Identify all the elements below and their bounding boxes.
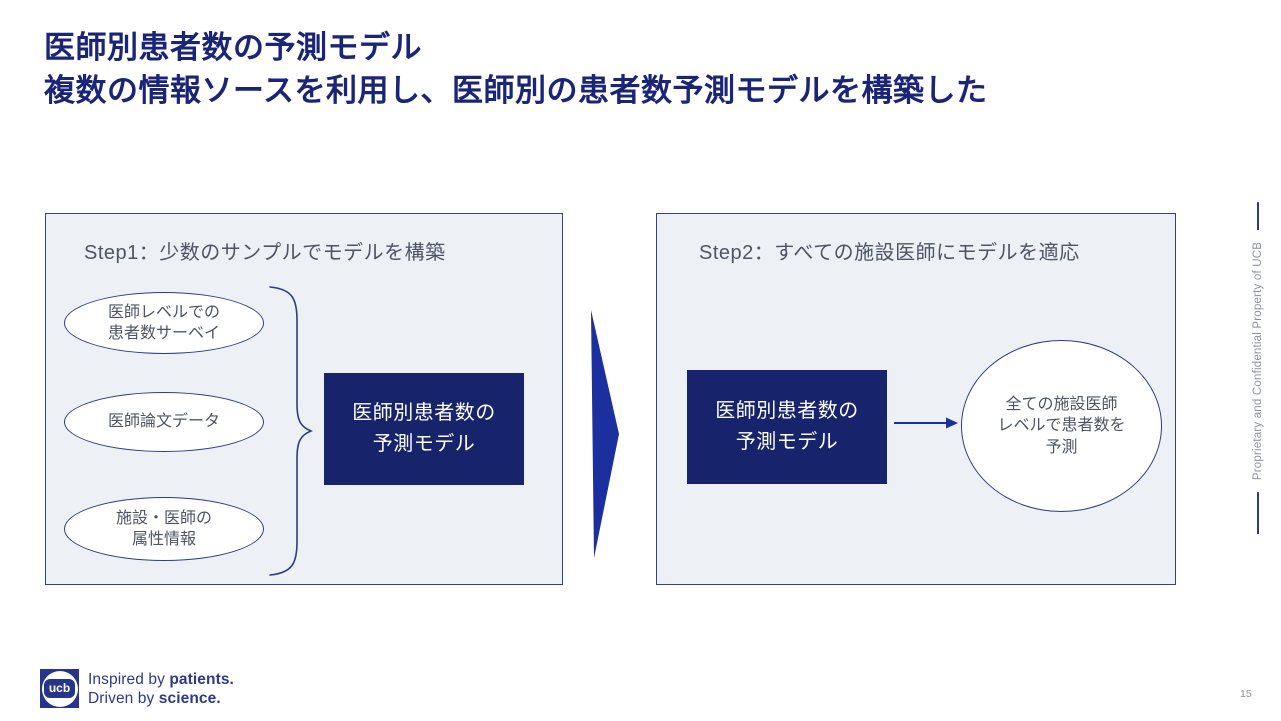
slide-title: 医師別患者数の予測モデル 複数の情報ソースを利用し、医師別の患者数予測モデルを構… (44, 26, 987, 112)
curly-brace-icon (269, 286, 313, 576)
source-ellipse-attributes: 施設・医師の 属性情報 (64, 497, 264, 561)
page-number: 15 (1240, 688, 1252, 700)
step2-panel: Step2：すべての施設医師にモデルを適応 医師別患者数の 予測モデル 全ての施… (656, 213, 1176, 585)
step2-model-box-line-2: 予測モデル (735, 431, 839, 453)
footer: ucb Inspired by patients. Driven by scie… (40, 669, 234, 708)
source-ellipse-papers-line-1: 医師論文データ (107, 413, 220, 431)
arrow-right-icon (894, 417, 958, 429)
ucb-logo-circle: ucb (41, 670, 78, 707)
source-ellipse-attributes-line-2: 属性情報 (131, 531, 196, 548)
output-ellipse-prediction: 全ての施設医師 レベルで患者数を 予測 (961, 340, 1162, 512)
step2-header: Step2：すべての施設医師にモデルを適応 (699, 242, 1080, 264)
source-ellipse-papers: 医師論文データ (64, 392, 264, 452)
confidential-text: Proprietary and Confidential Property of… (1252, 241, 1264, 481)
ucb-tagline-line-2: Driven by science. (88, 689, 221, 707)
output-ellipse-line-2: レベルで患者数を (997, 417, 1126, 435)
step1-model-box-line-2: 予測モデル (372, 433, 476, 455)
output-ellipse-line-1: 全ての施設医師 (1005, 396, 1118, 414)
step2-model-box-line-1: 医師別患者数の (715, 400, 859, 422)
source-ellipse-survey: 医師レベルでの 患者数サーベイ (64, 292, 264, 354)
slide-title-line-1: 医師別患者数の予測モデル (44, 30, 422, 65)
flow-arrow-icon (591, 310, 619, 558)
step1-header: Step1：少数のサンプルでモデルを構築 (84, 242, 446, 264)
ucb-tagline: Inspired by patients. Driven by science. (88, 670, 234, 708)
confidential-sidebar: Proprietary and Confidential Property of… (1252, 201, 1264, 535)
source-ellipse-survey-line-1: 医師レベルでの (107, 303, 220, 321)
ucb-logo-wordmark: ucb (43, 679, 76, 698)
sidebar-rule-top (1257, 201, 1259, 230)
source-ellipse-survey-line-2: 患者数サーベイ (107, 325, 220, 342)
ucb-tagline-line-1: Inspired by patients. (88, 670, 234, 688)
ucb-logo-icon: ucb (40, 669, 79, 708)
step1-panel: Step1：少数のサンプルでモデルを構築 医師レベルでの 患者数サーベイ 医師論… (45, 213, 563, 585)
slide-title-line-2: 複数の情報ソースを利用し、医師別の患者数予測モデルを構築した (44, 73, 988, 108)
sidebar-rule-bottom (1257, 492, 1259, 535)
step2-model-box: 医師別患者数の 予測モデル (687, 370, 887, 484)
source-ellipse-attributes-line-1: 施設・医師の (115, 509, 212, 527)
output-ellipse-line-3: 予測 (1045, 438, 1078, 456)
step1-model-box: 医師別患者数の 予測モデル (324, 373, 524, 485)
step1-model-box-line-1: 医師別患者数の (352, 402, 496, 424)
